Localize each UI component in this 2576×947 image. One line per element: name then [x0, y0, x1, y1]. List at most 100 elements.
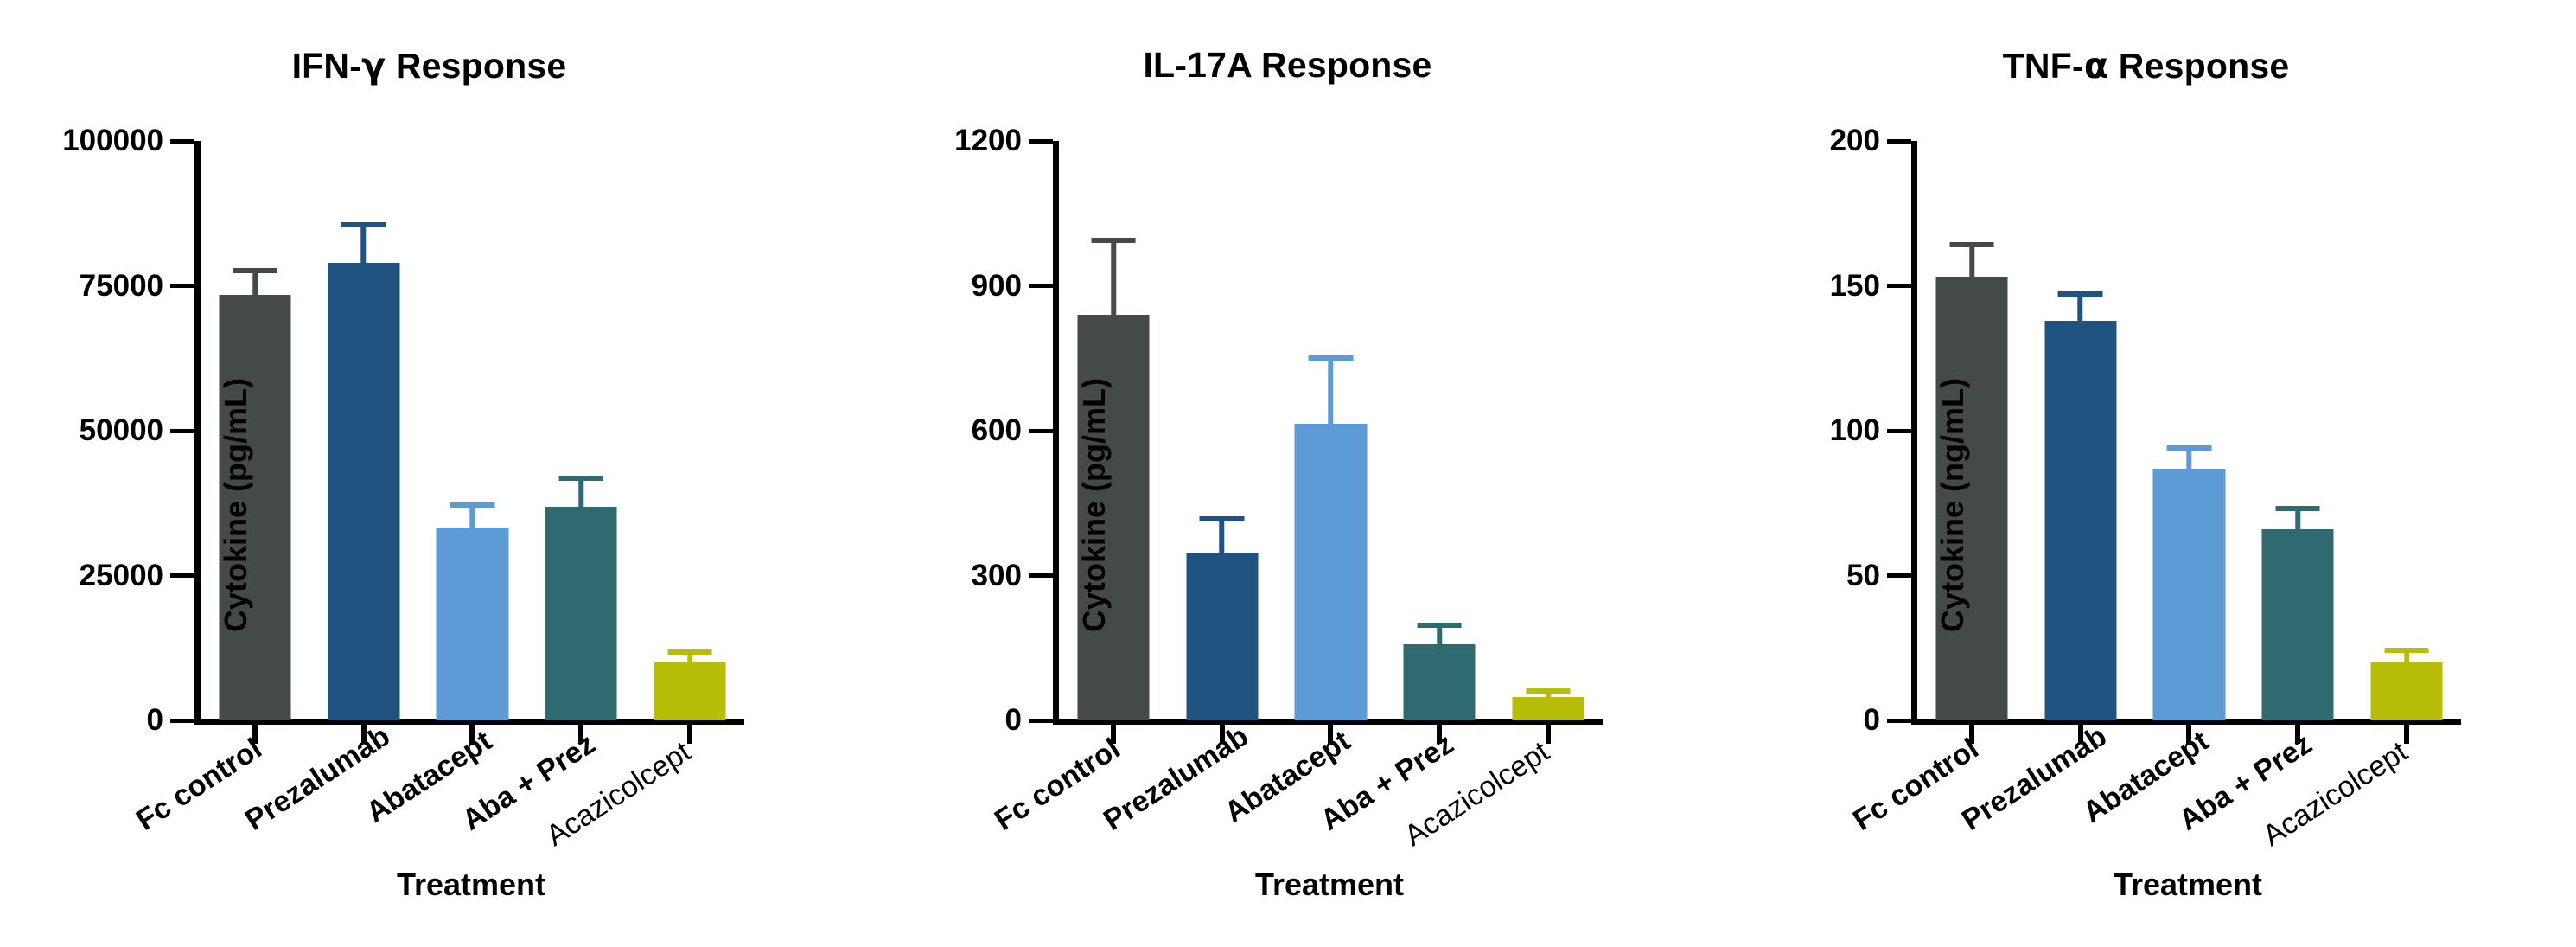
x-axis-title: Treatment [2113, 867, 2263, 902]
y-axis-tick-label: 50 [1846, 558, 1880, 592]
error-bar [1417, 622, 1463, 644]
bar-slot [1917, 141, 2026, 744]
error-bar [450, 502, 495, 528]
bar[interactable] [1186, 552, 1259, 720]
error-bar-stem [1219, 515, 1225, 553]
bar-slot [1277, 141, 1386, 744]
x-axis-tick [2404, 725, 2410, 744]
error-bar-stem [252, 268, 258, 295]
error-bar [2057, 291, 2103, 321]
y-axis-tick [1887, 138, 1911, 144]
bar-group [1059, 141, 1603, 744]
bar[interactable] [1294, 423, 1367, 720]
bar[interactable] [2152, 468, 2225, 720]
bar[interactable] [545, 507, 617, 720]
x-axis-tick [360, 725, 367, 744]
y-axis-tick [1887, 428, 1911, 433]
y-axis-tick-label: 0 [1004, 703, 1022, 737]
error-bar-cap [558, 475, 604, 481]
bar[interactable] [1403, 643, 1476, 720]
y-axis-tick [170, 718, 194, 723]
y-axis-tick-label: 900 [971, 268, 1022, 303]
y-axis-tick [1029, 718, 1053, 723]
bar[interactable] [1935, 277, 2008, 720]
x-axis-tick [469, 725, 475, 744]
x-axis-title: Treatment [396, 867, 546, 902]
error-bar [2166, 445, 2212, 469]
bar-slot [526, 141, 635, 744]
bar[interactable] [2044, 320, 2117, 720]
bar[interactable] [654, 661, 726, 720]
x-axis-tick [2077, 725, 2083, 744]
bar-slot [635, 141, 744, 744]
y-axis-tick [1029, 284, 1053, 288]
bar[interactable] [2261, 528, 2334, 720]
x-axis-tick [2186, 725, 2192, 744]
y-axis-tick [1029, 138, 1053, 144]
bar[interactable] [2370, 662, 2443, 720]
error-bar-stem [1437, 622, 1443, 644]
error-bar [2384, 648, 2429, 662]
error-bar [1949, 242, 1994, 278]
panel-title: TNF-α Response [2002, 45, 2290, 86]
error-bar-cap [1949, 242, 1994, 248]
error-bar-cap [1417, 622, 1463, 628]
bar[interactable] [328, 262, 400, 720]
y-axis-tick [170, 284, 194, 288]
error-bar-stem [1968, 242, 1974, 278]
panel-title: IFN-γ Response [291, 45, 567, 86]
y-axis-tick [1029, 428, 1053, 433]
bar-group [201, 141, 744, 744]
error-bar-cap [2275, 506, 2321, 512]
x-axis-tick [1110, 725, 1116, 744]
error-bar-cap [1308, 355, 1354, 362]
error-bar-stem [578, 475, 584, 508]
bar[interactable] [1077, 315, 1150, 720]
bar-group [1917, 141, 2461, 744]
bar-slot [2026, 141, 2135, 744]
y-axis-tick-label: 300 [971, 558, 1022, 592]
error-bar [2275, 506, 2321, 529]
bar-slot [201, 141, 309, 744]
error-bar-cap [2057, 291, 2103, 298]
error-bar-stem [360, 221, 367, 263]
error-bar [558, 475, 604, 508]
y-axis-title: Cytokine (pg/mL) [218, 378, 253, 632]
bar[interactable] [219, 294, 291, 720]
y-axis-line [194, 141, 201, 720]
y-axis-tick-label: 0 [146, 703, 163, 737]
error-bar-cap [1526, 688, 1571, 694]
x-axis-line [1053, 719, 1603, 725]
y-axis-tick [1029, 573, 1053, 578]
bar-slot [1168, 141, 1277, 744]
error-bar-stem [1110, 237, 1116, 315]
error-bar [1526, 688, 1571, 698]
error-bar-cap [341, 221, 386, 227]
x-axis-tick [1968, 725, 1974, 744]
bar-slot [1385, 141, 1494, 744]
error-bar-stem [2077, 291, 2083, 321]
x-axis-tick [1328, 725, 1334, 744]
x-axis-tick [252, 725, 258, 744]
y-axis-tick-label: 0 [1863, 703, 1880, 737]
error-bar-stem [687, 649, 693, 662]
error-bar-stem [1328, 355, 1334, 424]
error-bar-stem [2295, 506, 2301, 529]
bar[interactable] [436, 527, 508, 720]
error-bar [1091, 237, 1136, 315]
error-bar-cap [1091, 237, 1136, 243]
y-axis-tick-label: 200 [1829, 124, 1880, 157]
y-axis-line [1911, 141, 1917, 720]
y-axis-title: Cytokine (ng/mL) [1935, 378, 1970, 632]
error-bar-stem [2404, 648, 2410, 662]
bar[interactable] [1512, 697, 1584, 720]
error-bar-cap [450, 502, 495, 509]
error-bar-cap [2166, 445, 2212, 451]
